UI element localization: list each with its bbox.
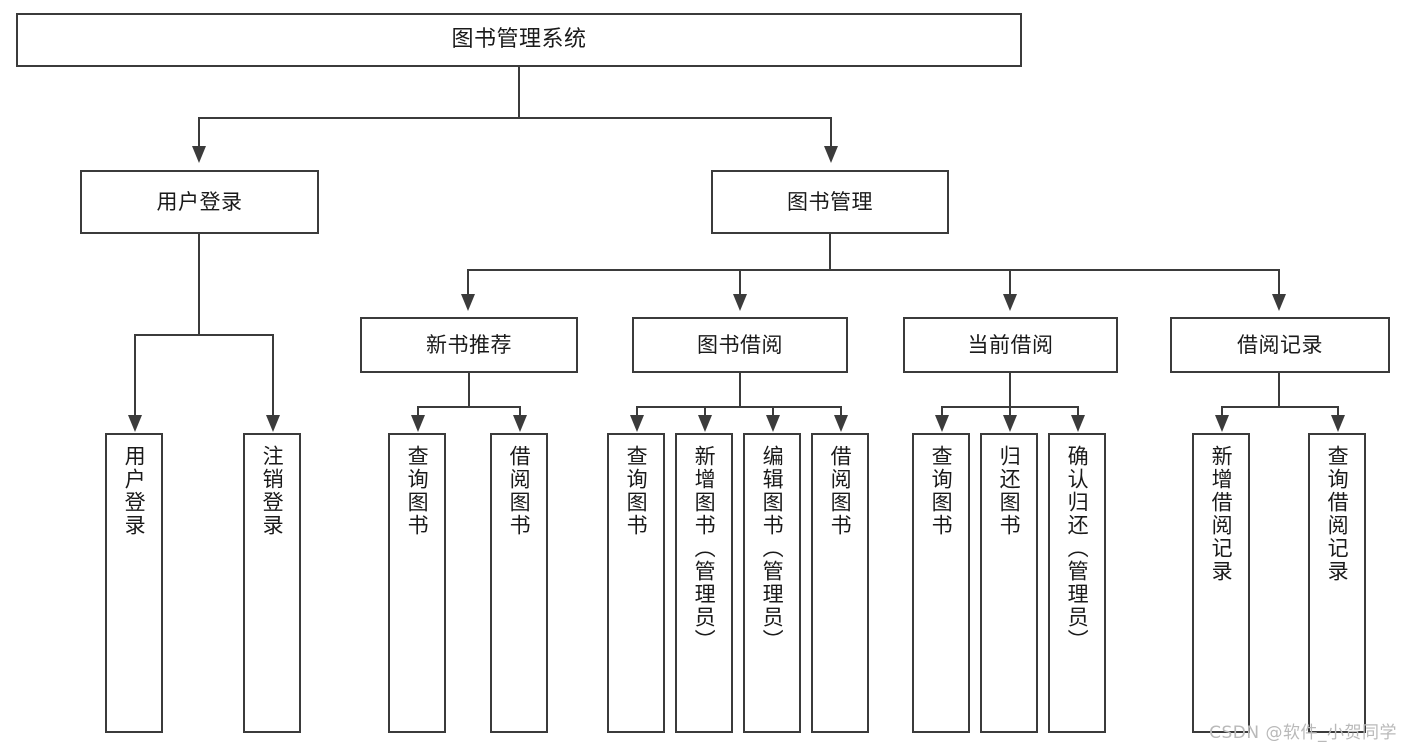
arrowhead-current-borrow-leaf-1 xyxy=(935,415,949,432)
connector-user-login-stem xyxy=(198,234,200,335)
leaf-book-borrow-borrow[interactable]: 借阅图书 xyxy=(811,433,869,733)
leaf-label: 查询图书 xyxy=(405,445,430,537)
arrowhead-current-borrow-leaf-3 xyxy=(1071,415,1085,432)
connector-current-borrow-to-leaf-2 xyxy=(1009,406,1011,416)
arrowhead-book-mgmt-borrow xyxy=(733,294,747,311)
leaf-new-book-query[interactable]: 查询图书 xyxy=(388,433,446,733)
node-label: 新书推荐 xyxy=(426,332,512,357)
arrowhead-borrow-record-leaf-1 xyxy=(1215,415,1229,432)
node-user-login[interactable]: 用户登录 xyxy=(80,170,319,234)
connector-borrow-record-to-leaf-2 xyxy=(1337,406,1339,416)
connector-new-book-bus xyxy=(417,406,521,408)
arrowhead-book-mgmt-new-book xyxy=(461,294,475,311)
connector-current-borrow-to-leaf-3 xyxy=(1077,406,1079,416)
leaf-label: 归还图书 xyxy=(997,445,1022,537)
node-label: 图书管理 xyxy=(787,189,873,214)
leaf-label: 查询图书 xyxy=(929,445,954,537)
arrowhead-new-book-leaf-1 xyxy=(411,415,425,432)
leaf-book-borrow-query[interactable]: 查询图书 xyxy=(607,433,665,733)
node-label: 用户登录 xyxy=(156,189,243,214)
node-label: 当前借阅 xyxy=(967,332,1054,357)
connector-book-borrow-to-leaf-3 xyxy=(772,406,774,416)
leaf-label: 确认归还（管理员） xyxy=(1065,445,1090,652)
leaf-label: 借阅图书 xyxy=(507,445,532,537)
connector-new-book-stem xyxy=(468,373,470,407)
connector-book-mgmt-stem xyxy=(829,234,831,270)
connector-root-to-user-login xyxy=(198,117,200,147)
connector-book-borrow-bus xyxy=(636,406,842,408)
leaf-label: 新增图书（管理员） xyxy=(692,445,717,652)
connector-book-mgmt-to-new-book xyxy=(467,269,469,295)
connector-book-borrow-to-leaf-1 xyxy=(636,406,638,416)
leaf-book-borrow-edit[interactable]: 编辑图书（管理员） xyxy=(743,433,801,733)
arrowhead-borrow-record-leaf-2 xyxy=(1331,415,1345,432)
leaf-label: 新增借阅记录 xyxy=(1209,445,1234,583)
connector-book-borrow-to-leaf-4 xyxy=(840,406,842,416)
node-book-borrow[interactable]: 图书借阅 xyxy=(632,317,848,373)
node-book-management[interactable]: 图书管理 xyxy=(711,170,949,234)
connector-user-login-bus xyxy=(134,334,274,336)
arrowhead-user-login-leaf-1 xyxy=(128,415,142,432)
node-label: 图书管理系统 xyxy=(451,27,587,53)
leaf-label: 用户登录 xyxy=(122,445,147,537)
arrowhead-book-mgmt-record xyxy=(1272,294,1286,311)
leaf-user-login-login[interactable]: 用户登录 xyxy=(105,433,163,733)
arrowhead-book-borrow-leaf-4 xyxy=(834,415,848,432)
connector-current-borrow-stem xyxy=(1009,373,1011,407)
leaf-current-borrow-return[interactable]: 归还图书 xyxy=(980,433,1038,733)
connector-root-stem xyxy=(518,67,520,118)
arrowhead-book-borrow-leaf-2 xyxy=(698,415,712,432)
connector-borrow-record-stem xyxy=(1278,373,1280,407)
node-label: 借阅记录 xyxy=(1237,332,1323,357)
node-new-book-recommend[interactable]: 新书推荐 xyxy=(360,317,578,373)
arrowhead-root-to-book-mgmt xyxy=(824,146,838,163)
node-label: 图书借阅 xyxy=(697,332,783,357)
connector-new-book-to-leaf-1 xyxy=(417,406,419,416)
leaf-label: 查询借阅记录 xyxy=(1325,445,1350,583)
arrowhead-root-to-user-login xyxy=(192,146,206,163)
connector-book-mgmt-bus xyxy=(467,269,1279,271)
leaf-borrow-record-add[interactable]: 新增借阅记录 xyxy=(1192,433,1250,733)
connector-user-login-to-leaf-1 xyxy=(134,334,136,416)
leaf-label: 注销登录 xyxy=(260,445,285,537)
connector-root-bus xyxy=(198,117,832,119)
connector-book-borrow-to-leaf-2 xyxy=(704,406,706,416)
connector-book-mgmt-to-current xyxy=(1009,269,1011,295)
node-current-borrow[interactable]: 当前借阅 xyxy=(903,317,1118,373)
connector-current-borrow-to-leaf-1 xyxy=(941,406,943,416)
leaf-label: 查询图书 xyxy=(624,445,649,537)
leaf-label: 编辑图书（管理员） xyxy=(760,445,785,652)
arrowhead-book-borrow-leaf-3 xyxy=(766,415,780,432)
leaf-current-borrow-query[interactable]: 查询图书 xyxy=(912,433,970,733)
arrowhead-book-mgmt-current xyxy=(1003,294,1017,311)
connector-new-book-to-leaf-2 xyxy=(519,406,521,416)
arrowhead-current-borrow-leaf-2 xyxy=(1003,415,1017,432)
arrowhead-user-login-leaf-2 xyxy=(266,415,280,432)
leaf-new-book-borrow[interactable]: 借阅图书 xyxy=(490,433,548,733)
connector-user-login-to-leaf-2 xyxy=(272,334,274,416)
connector-book-mgmt-to-record xyxy=(1278,269,1280,295)
connector-book-mgmt-to-borrow xyxy=(739,269,741,295)
leaf-label: 借阅图书 xyxy=(828,445,853,537)
arrowhead-new-book-leaf-2 xyxy=(513,415,527,432)
connector-root-to-book-mgmt xyxy=(830,117,832,147)
connector-borrow-record-bus xyxy=(1221,406,1339,408)
connector-book-borrow-stem xyxy=(739,373,741,407)
arrowhead-book-borrow-leaf-1 xyxy=(630,415,644,432)
leaf-borrow-record-query[interactable]: 查询借阅记录 xyxy=(1308,433,1366,733)
connector-borrow-record-to-leaf-1 xyxy=(1221,406,1223,416)
node-borrow-record[interactable]: 借阅记录 xyxy=(1170,317,1390,373)
leaf-current-borrow-confirm[interactable]: 确认归还（管理员） xyxy=(1048,433,1106,733)
leaf-user-login-logout[interactable]: 注销登录 xyxy=(243,433,301,733)
leaf-book-borrow-add[interactable]: 新增图书（管理员） xyxy=(675,433,733,733)
node-root-system[interactable]: 图书管理系统 xyxy=(16,13,1022,67)
